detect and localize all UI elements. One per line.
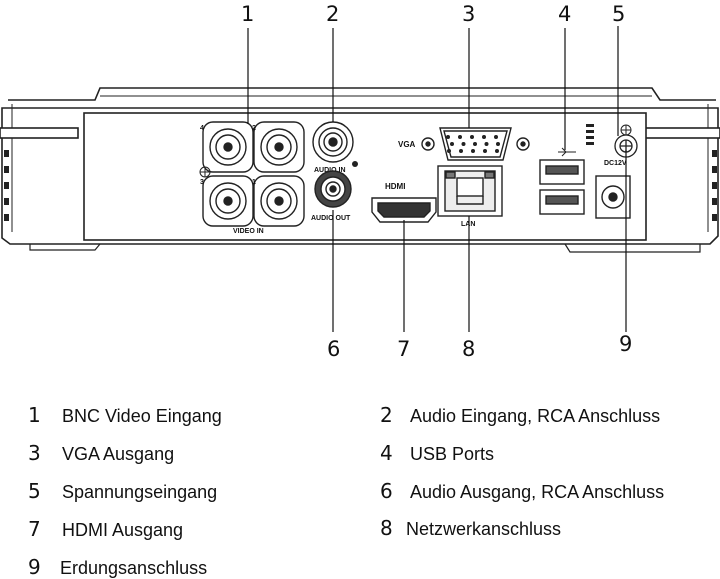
legend-text: HDMI Ausgang xyxy=(62,520,184,540)
bnc-connector-1 xyxy=(253,175,305,227)
bnc-label-1: 1 xyxy=(252,179,256,186)
legend-num: 3 xyxy=(28,441,41,465)
legend-num: 5 xyxy=(28,479,41,503)
vga-pins xyxy=(446,135,500,153)
hdmi-label: HDMI xyxy=(385,182,405,191)
callout-2: 2 xyxy=(326,2,339,26)
vga-pin xyxy=(494,135,498,139)
legend-num: 8 xyxy=(380,516,393,540)
legend-text: Erdungsanschluss xyxy=(60,558,208,578)
legend-item: 9 Erdungsanschluss xyxy=(28,555,207,579)
bnc-connector-3 xyxy=(202,175,254,227)
callout-lines xyxy=(247,26,627,332)
usb-icon xyxy=(558,147,576,157)
bnc-label-3: 3 xyxy=(200,179,204,186)
vent-slots-left xyxy=(4,150,9,221)
callout-6: 6 xyxy=(327,337,340,361)
legend-text: VGA Ausgang xyxy=(62,444,175,464)
legend-num: 9 xyxy=(28,555,41,579)
vga-pin xyxy=(447,149,451,153)
audio-out-label: AUDIO OUT xyxy=(311,215,351,222)
callout-1: 1 xyxy=(241,2,254,26)
bnc-connector-2 xyxy=(253,121,305,173)
bnc-label-2: 2 xyxy=(252,125,256,132)
vga-pin xyxy=(450,142,454,146)
legend-num: 6 xyxy=(380,479,393,503)
dc-label: DC12V xyxy=(604,160,627,167)
legend-text: Spannungseingang xyxy=(62,482,218,502)
lan-port xyxy=(437,165,503,217)
usb-ports xyxy=(539,159,585,215)
legend-item: 3 VGA Ausgang xyxy=(28,441,174,465)
bnc-video-inputs xyxy=(202,121,305,227)
vga-pin xyxy=(459,149,463,153)
legend-text: Audio Ausgang, RCA Anschluss xyxy=(410,482,665,502)
legend-item: 2 Audio Eingang, RCA Anschluss xyxy=(380,403,660,427)
legend-num: 7 xyxy=(28,517,41,541)
callout-5: 5 xyxy=(612,2,625,26)
callout-8: 8 xyxy=(462,337,475,361)
legend-item: 5 Spannungseingang xyxy=(28,479,217,503)
video-in-label: VIDEO IN xyxy=(233,228,264,235)
vent-slots-right xyxy=(712,150,717,221)
lan-label: LAN xyxy=(461,221,475,228)
bnc-connector-4 xyxy=(202,121,254,173)
legend-text: BNC Video Eingang xyxy=(62,406,222,426)
ground-symbol-icon xyxy=(199,166,211,178)
audio-out-rca xyxy=(314,170,352,208)
hdmi-port xyxy=(371,197,437,223)
vga-pin xyxy=(471,149,475,153)
legend-item: 4 USB Ports xyxy=(380,441,494,465)
ground-symbol-top-icon xyxy=(620,124,632,136)
legend-num: 1 xyxy=(28,403,41,427)
dc-power-jack xyxy=(595,175,631,219)
vga-pin xyxy=(446,135,450,139)
vga-pin xyxy=(458,135,462,139)
callout-7: 7 xyxy=(397,337,410,361)
vga-label: VGA xyxy=(398,140,416,149)
audio-in-rca xyxy=(312,121,354,163)
vga-pin xyxy=(473,142,477,146)
callout-9: 9 xyxy=(619,332,632,356)
callout-3: 3 xyxy=(462,2,475,26)
vga-pin xyxy=(496,142,500,146)
status-led-strip xyxy=(586,124,594,145)
vga-pin xyxy=(461,142,466,146)
legend-item: 1 BNC Video Eingang xyxy=(28,403,222,427)
vga-pin xyxy=(470,135,474,139)
audio-in-label: AUDIO IN xyxy=(314,167,346,174)
legend-item: 6 Audio Ausgang, RCA Anschluss xyxy=(380,479,664,503)
legend-item: 8 Netzwerkanschluss xyxy=(380,516,561,540)
legend-num: 2 xyxy=(380,403,393,427)
vga-pin xyxy=(495,149,499,153)
vga-pin xyxy=(482,135,486,139)
vga-pin xyxy=(483,149,487,153)
legend-item: 7 HDMI Ausgang xyxy=(28,517,183,541)
audio-in-dot xyxy=(352,161,358,167)
legend-num: 4 xyxy=(380,441,393,465)
legend-text: USB Ports xyxy=(410,444,495,464)
legend-text: Audio Eingang, RCA Anschluss xyxy=(410,406,661,426)
vga-pin xyxy=(484,142,489,146)
vga-port xyxy=(421,127,530,161)
legend-text: Netzwerkanschluss xyxy=(406,519,562,539)
bnc-label-4: 4 xyxy=(200,125,204,132)
callout-4: 4 xyxy=(558,2,571,26)
